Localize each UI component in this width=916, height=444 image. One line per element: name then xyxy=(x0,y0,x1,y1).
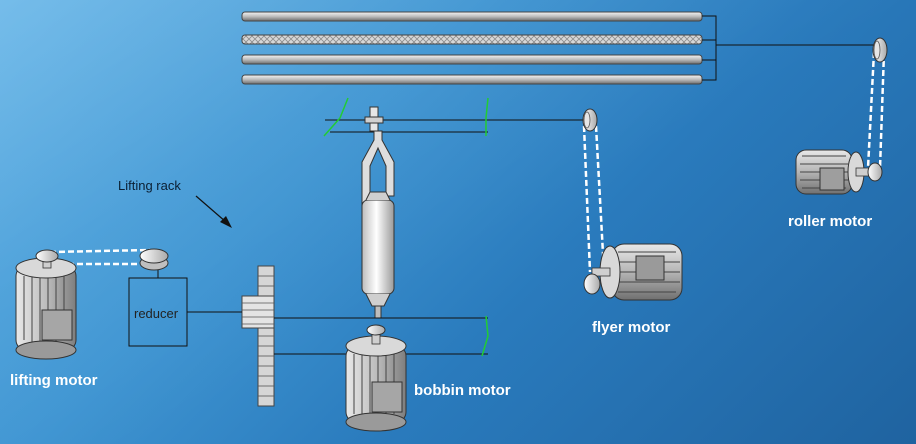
lifting-motor xyxy=(15,249,77,360)
roller-4 xyxy=(241,74,703,85)
roller-2 xyxy=(241,34,703,45)
flyer-head xyxy=(364,106,384,132)
lifting-arrow xyxy=(195,195,232,228)
flyer-top-pulley xyxy=(582,108,598,132)
roller-motor-belt xyxy=(866,51,886,169)
lifting-rack-label: Lifting rack xyxy=(118,178,181,193)
drafting-rollers xyxy=(241,11,703,85)
top-green-bracket xyxy=(323,97,489,137)
roller-1 xyxy=(241,11,703,22)
flyer-motor-label: flyer motor xyxy=(592,319,671,336)
roller-3 xyxy=(241,54,703,65)
bobbin-motor-label: bobbin motor xyxy=(414,382,511,399)
roller-shaft-links xyxy=(702,15,880,81)
flyer-shaft xyxy=(325,119,586,133)
reducer-label: reducer xyxy=(134,306,179,321)
roller-top-pulley xyxy=(872,37,888,63)
bobbin-motor xyxy=(345,324,407,432)
reducer-box xyxy=(128,264,242,347)
lifting-rack xyxy=(257,265,275,407)
bobbin xyxy=(361,191,395,319)
roller-motor xyxy=(795,149,883,195)
lifting-motor-label: lifting motor xyxy=(10,372,98,389)
lifting-motor-belt xyxy=(49,248,151,266)
bottom-green-bracket xyxy=(481,315,489,357)
flyer-motor-belt xyxy=(582,125,606,273)
roller-motor-label: roller motor xyxy=(788,213,873,230)
lifting-gear xyxy=(241,295,275,329)
reducer-pulley xyxy=(139,248,169,271)
flyer-motor xyxy=(583,243,683,301)
